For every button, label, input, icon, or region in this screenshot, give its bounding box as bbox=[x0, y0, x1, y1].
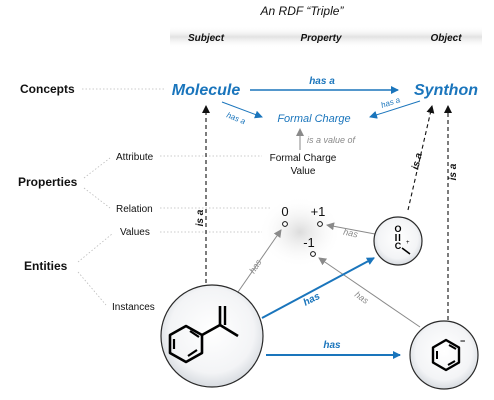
edge-synthon-has-a-charge bbox=[369, 100, 421, 119]
label-is-a-value-of: is a value of bbox=[307, 135, 357, 145]
acylium-cation-synthon: O C + bbox=[373, 216, 423, 266]
svg-text:C: C bbox=[395, 241, 402, 251]
edge-cation-is-a-synthon bbox=[407, 105, 435, 211]
charge-zero: 0 bbox=[281, 204, 288, 219]
label-is-a-mid: is a bbox=[410, 152, 425, 171]
column-object: Object bbox=[430, 33, 462, 44]
diagram-title: An RDF “Triple” bbox=[260, 4, 345, 18]
header-band bbox=[170, 26, 482, 48]
label-has-blue-2: has bbox=[323, 340, 341, 351]
row-properties: Properties bbox=[18, 175, 78, 189]
svg-text:+: + bbox=[406, 240, 410, 246]
acetophenone-molecule bbox=[160, 284, 264, 388]
label-has-a-left: has a bbox=[225, 111, 247, 127]
row-brackets bbox=[77, 157, 113, 306]
edge-instance-has-zero bbox=[237, 229, 282, 293]
phenyl-anion-synthon: − bbox=[409, 320, 479, 390]
edge-anion-has-minus-one bbox=[318, 257, 421, 328]
label-has-gray-1: has bbox=[247, 257, 263, 275]
charge-minus-one-dot bbox=[310, 251, 316, 257]
formal-charge-value-line1: Formal Charge bbox=[270, 153, 337, 164]
charge-zero-dot bbox=[282, 221, 288, 227]
concept-formal-charge: Formal Charge bbox=[277, 113, 350, 125]
label-has-gray-2: has bbox=[342, 227, 359, 240]
row-values: Values bbox=[120, 227, 150, 238]
row-relation: Relation bbox=[116, 204, 153, 215]
edge-instance-has-cation bbox=[261, 257, 375, 319]
label-has-blue-1: has bbox=[302, 291, 323, 309]
concept-synthon: Synthon bbox=[414, 82, 478, 99]
column-subject: Subject bbox=[188, 33, 225, 44]
row-concepts: Concepts bbox=[20, 82, 75, 96]
label-is-a-right: is a bbox=[448, 163, 459, 180]
edge-cation-has-plus-one bbox=[326, 222, 376, 235]
column-property: Property bbox=[300, 33, 342, 44]
charge-minus-one: -1 bbox=[303, 235, 315, 250]
values-glow bbox=[258, 196, 342, 268]
label-has-a-main: has a bbox=[309, 76, 335, 87]
svg-text:O: O bbox=[394, 224, 401, 234]
row-attribute: Attribute bbox=[116, 152, 154, 163]
row-entities: Entities bbox=[24, 259, 68, 273]
label-is-a-left: is a bbox=[195, 209, 206, 226]
charge-plus-one: +1 bbox=[311, 204, 326, 219]
svg-text:−: − bbox=[460, 336, 465, 346]
concept-molecule: Molecule bbox=[172, 82, 241, 99]
edge-molecule-has-a-charge bbox=[221, 101, 263, 119]
row-guides bbox=[82, 88, 270, 233]
row-instances: Instances bbox=[112, 302, 155, 313]
formal-charge-value-line2: Value bbox=[291, 166, 316, 177]
charge-plus-one-dot bbox=[317, 221, 323, 227]
